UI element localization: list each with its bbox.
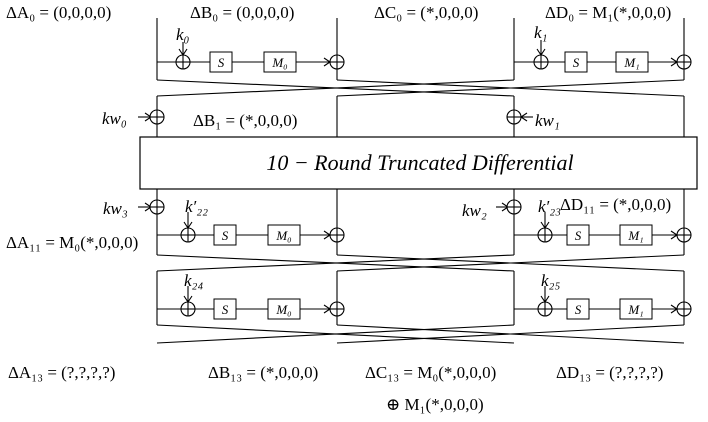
- kw0-label: kw₀: [102, 109, 127, 128]
- k22-label: k′₂₂: [185, 197, 208, 216]
- delta-c0-label: ΔC₀ = (*,0,0,0): [374, 3, 478, 22]
- m0-box-r1: [263, 51, 297, 73]
- k0-label: k₀: [176, 25, 190, 44]
- k25-label: k₂₅: [541, 271, 560, 290]
- s-label: S: [222, 302, 229, 317]
- delta-a13-label: ΔA₁₃ = (?,?,?,?): [8, 363, 115, 382]
- s-label: S: [575, 228, 582, 243]
- kw1-label: kw₁: [535, 111, 560, 130]
- delta-d0-label: ΔD₀ = M₁(*,0,0,0): [545, 3, 671, 22]
- delta-a11-label: ΔA₁₁ = M₀(*,0,0,0): [6, 233, 138, 252]
- s-label: S: [222, 228, 229, 243]
- cross-4: [336, 79, 685, 97]
- truncated-differential-label: 10 − Round Truncated Differential: [266, 150, 573, 175]
- delta-d11-label: ΔD₁₁ = (*,0,0,0): [560, 195, 671, 214]
- m0-box-r11: [267, 224, 301, 246]
- delta-b13-label: ΔB₁₃ = (*,0,0,0): [208, 363, 318, 382]
- delta-b1-label: ΔB₁ = (*,0,0,0): [193, 111, 297, 130]
- s-box-right-r1: [564, 51, 588, 73]
- delta-a0-label: ΔA₀ = (0,0,0,0): [6, 3, 111, 22]
- m1-box-r11: [619, 224, 653, 246]
- delta-c13-cont-label: ⊕ M₁(*,0,0,0): [386, 395, 484, 414]
- k24-label: k₂₄: [184, 271, 203, 290]
- s-label: S: [218, 55, 225, 70]
- kw3-label: kw₃: [103, 199, 128, 218]
- cross-3: [156, 79, 515, 97]
- whitening-top: [138, 96, 685, 138]
- s-box-left-r1: [209, 51, 233, 73]
- s-label: S: [573, 55, 580, 70]
- m0-label: M₀: [275, 302, 291, 317]
- k23-label: k′₂₃: [538, 197, 561, 216]
- s-box-right-r12: [566, 298, 590, 320]
- m1-label: M₁: [627, 302, 643, 317]
- m0-box-r12: [267, 298, 301, 320]
- m0-label: M₀: [271, 55, 287, 70]
- round-12: [156, 271, 692, 344]
- s-box-left-r11: [213, 224, 237, 246]
- round-11: [138, 189, 692, 272]
- s-box-right-r11: [566, 224, 590, 246]
- delta-d13-label: ΔD₁₃ = (?,?,?,?): [556, 363, 663, 382]
- round-1: [156, 18, 692, 97]
- s-box-left-r12: [213, 298, 237, 320]
- m1-box-r12: [619, 298, 653, 320]
- s-label: S: [575, 302, 582, 317]
- truncated-differential-block: [139, 136, 698, 190]
- m1-label: M₁: [623, 55, 639, 70]
- m0-label: M₀: [275, 228, 291, 243]
- delta-c13-label: ΔC₁₃ = M₀(*,0,0,0): [365, 363, 496, 382]
- m1-label: M₁: [627, 228, 643, 243]
- delta-b0-label: ΔB₀ = (0,0,0,0): [190, 3, 294, 22]
- m1-box-r1: [615, 51, 649, 73]
- kw2-label: kw₂: [462, 201, 487, 220]
- k1-label: k₁: [534, 23, 547, 42]
